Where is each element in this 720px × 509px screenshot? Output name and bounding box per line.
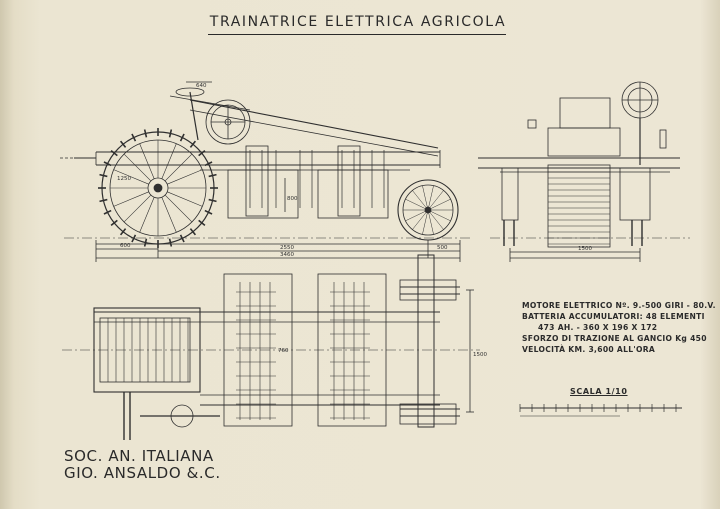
dim-500: 500 [437, 245, 448, 251]
specifications-block: MOTORE ELETTRICO Nº. 9.-500 GIRI - 80.V.… [522, 300, 716, 355]
front-elevation: 1500 [478, 81, 690, 262]
spec-speed: VELOCITÀ KM. 3,600 ALL'ORA [522, 345, 656, 354]
dim-640: 640 [196, 83, 207, 89]
spec-battery: BATTERIA ACCUMULATORI: 48 ELEMENTI [522, 312, 705, 321]
scale-label: SCALA 1/10 [570, 387, 628, 396]
company-line-1: SOC. AN. ITALIANA [64, 447, 214, 465]
spec-battery-size: 473 AH. - 360 X 196 X 172 [538, 323, 658, 332]
company-line-2: GIO. ANSALDO &.C. [64, 464, 221, 482]
battery-box-1 [227, 169, 299, 219]
plan-view: 1500 760 [62, 254, 487, 440]
dim-1250: 1250 [117, 176, 131, 182]
scale-bar [519, 404, 682, 417]
drawing-title: TRAINATRICE ELETTRICA AGRICOLA [209, 14, 507, 30]
dim-1500-plan: 1500 [473, 352, 487, 358]
spec-traction: SFORZO DI TRAZIONE AL GANCIO Kg 450 [522, 334, 707, 343]
dim-2550: 2550 [280, 245, 294, 251]
company-name: SOC. AN. ITALIANA GIO. ANSALDO &.C. [64, 448, 221, 482]
dim-1500-front: 1500 [578, 246, 592, 252]
battery-box-2 [317, 169, 389, 219]
track-assembly [547, 164, 611, 248]
spec-motor: MOTORE ELETTRICO Nº. 9.-500 GIRI - 80.V. [522, 301, 716, 310]
dim-3460: 3460 [280, 252, 294, 258]
side-elevation: 640 [60, 81, 470, 262]
handwheel [205, 99, 251, 145]
dim-600: 600 [120, 243, 131, 249]
steering-wheel [175, 87, 205, 97]
dim-760: 760 [278, 348, 289, 354]
title-underline [208, 34, 506, 35]
dim-800: 800 [287, 196, 298, 202]
